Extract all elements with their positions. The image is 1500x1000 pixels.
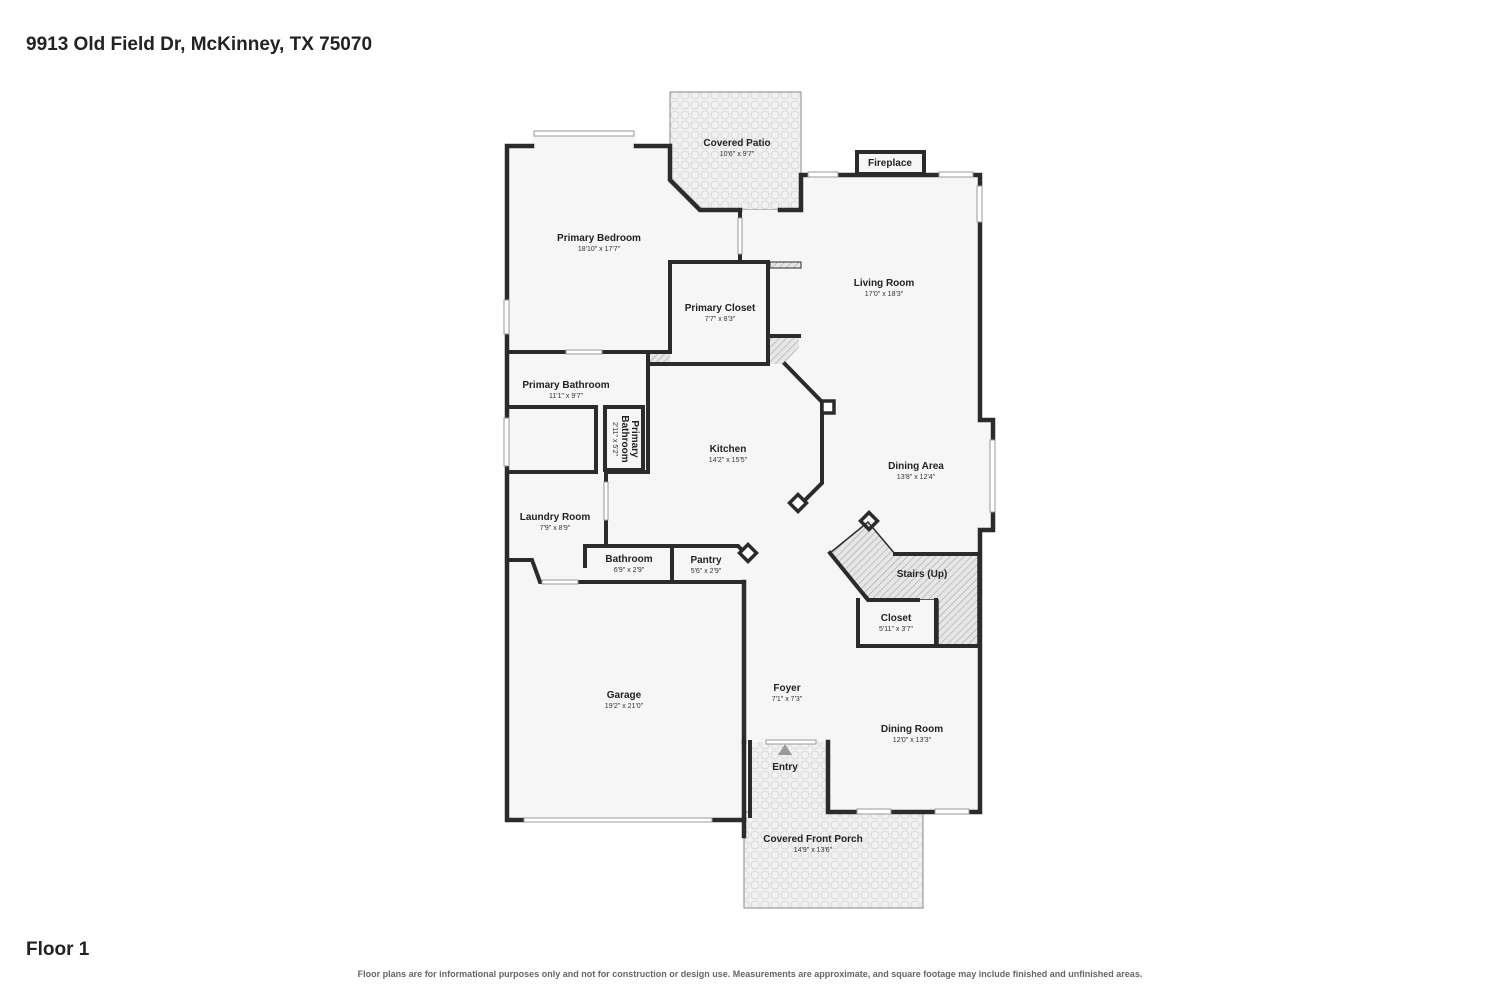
primary-closet-label: Primary Closet bbox=[685, 303, 756, 314]
counter-hatch bbox=[769, 261, 802, 269]
door-opening bbox=[541, 579, 579, 585]
stairs-wall bbox=[827, 550, 920, 602]
window bbox=[934, 808, 970, 815]
door-opening bbox=[603, 481, 609, 521]
primary-closet-dims: 7'7" x 8'3" bbox=[705, 316, 736, 323]
fireplace-label: Fireplace bbox=[868, 158, 912, 169]
kitchen-dims: 14'2" x 15'5" bbox=[709, 457, 748, 464]
garage-dims: 19'2" x 21'0" bbox=[605, 703, 644, 710]
primary-bathroom-inner bbox=[505, 405, 598, 474]
living-room-dims: 17'0" x 18'3" bbox=[865, 291, 904, 298]
covered-front-porch-dims: 14'9" x 13'6" bbox=[794, 847, 833, 854]
exterior-wall bbox=[633, 143, 743, 213]
floor-label: Floor 1 bbox=[26, 939, 90, 960]
dining-area-dims: 13'8" x 12'4" bbox=[897, 474, 936, 481]
closet-label: Closet bbox=[881, 613, 912, 624]
bathroom-pantry-walls bbox=[583, 544, 747, 568]
column-3 bbox=[737, 542, 759, 564]
bathroom-dims: 6'9" x 2'9" bbox=[614, 567, 645, 574]
column-hatch-1 bbox=[768, 336, 799, 364]
kitchen-angle-wall bbox=[782, 361, 824, 508]
laundry-room-label: Laundry Room bbox=[520, 512, 591, 523]
covered-front-porch-floor bbox=[743, 811, 924, 909]
entry-arrow-icon bbox=[778, 744, 792, 755]
primary-bathroom-small-label-1: Primary bbox=[629, 420, 640, 458]
pantry-dims: 5'6" x 2'9" bbox=[691, 568, 722, 575]
door-opening bbox=[565, 349, 603, 355]
primary-bathroom-small bbox=[603, 405, 645, 472]
window bbox=[856, 808, 892, 815]
window bbox=[938, 171, 974, 178]
exterior-wall-patio-east bbox=[777, 172, 996, 815]
primary-bedroom-dims: 18'10" x 17'7" bbox=[578, 246, 621, 253]
dining-room-label: Dining Room bbox=[881, 724, 943, 735]
window bbox=[976, 185, 983, 223]
primary-bathroom-small-dims: 2'11" x 5'2" bbox=[611, 422, 618, 456]
laundry-garage-wall bbox=[505, 558, 746, 584]
window bbox=[989, 439, 996, 513]
foyer-dims: 7'1" x 7'3" bbox=[772, 696, 803, 703]
window bbox=[533, 130, 635, 137]
column-1 bbox=[820, 399, 836, 415]
dining-room-dims: 12'0" x 13'3" bbox=[893, 737, 932, 744]
dining-area-label: Dining Area bbox=[888, 461, 944, 472]
closet-dims: 5'11" x 3'7" bbox=[879, 626, 913, 633]
covered-patio-label: Covered Patio bbox=[703, 138, 770, 149]
covered-patio-dims: 10'6" x 9'7" bbox=[720, 151, 755, 158]
entry-label: Entry bbox=[772, 762, 798, 773]
interior-floor bbox=[507, 134, 993, 820]
disclaimer-text: Floor plans are for informational purpos… bbox=[357, 969, 1143, 979]
foyer-label: Foyer bbox=[773, 683, 800, 694]
living-room-label: Living Room bbox=[854, 278, 915, 289]
garage-door-opening bbox=[523, 817, 713, 823]
primary-bedroom-label: Primary Bedroom bbox=[557, 233, 641, 244]
covered-patio-floor bbox=[669, 91, 802, 211]
door-opening bbox=[737, 217, 743, 255]
primary-bathroom-dims: 11'1" x 9'7" bbox=[549, 393, 583, 400]
pantry-label: Pantry bbox=[690, 555, 722, 566]
window bbox=[503, 417, 510, 467]
garage-label: Garage bbox=[607, 690, 642, 701]
primary-bathroom-small-label-2: Bathroom bbox=[619, 415, 630, 462]
window bbox=[503, 299, 510, 335]
kitchen-label: Kitchen bbox=[710, 444, 747, 455]
laundry-room-dims: 7'9" x 8'9" bbox=[540, 525, 571, 532]
column-4 bbox=[858, 510, 880, 532]
primary-bathroom-label: Primary Bathroom bbox=[522, 380, 609, 391]
bathroom-label: Bathroom bbox=[605, 554, 652, 565]
column-2 bbox=[787, 492, 809, 514]
stairs-label: Stairs (Up) bbox=[897, 569, 948, 580]
window bbox=[807, 171, 839, 178]
closet-walls bbox=[856, 598, 982, 648]
closet-floor bbox=[858, 600, 936, 646]
covered-front-porch-label: Covered Front Porch bbox=[763, 834, 862, 845]
door-opening bbox=[765, 739, 817, 745]
property-address: 9913 Old Field Dr, McKinney, TX 75070 bbox=[26, 34, 373, 55]
